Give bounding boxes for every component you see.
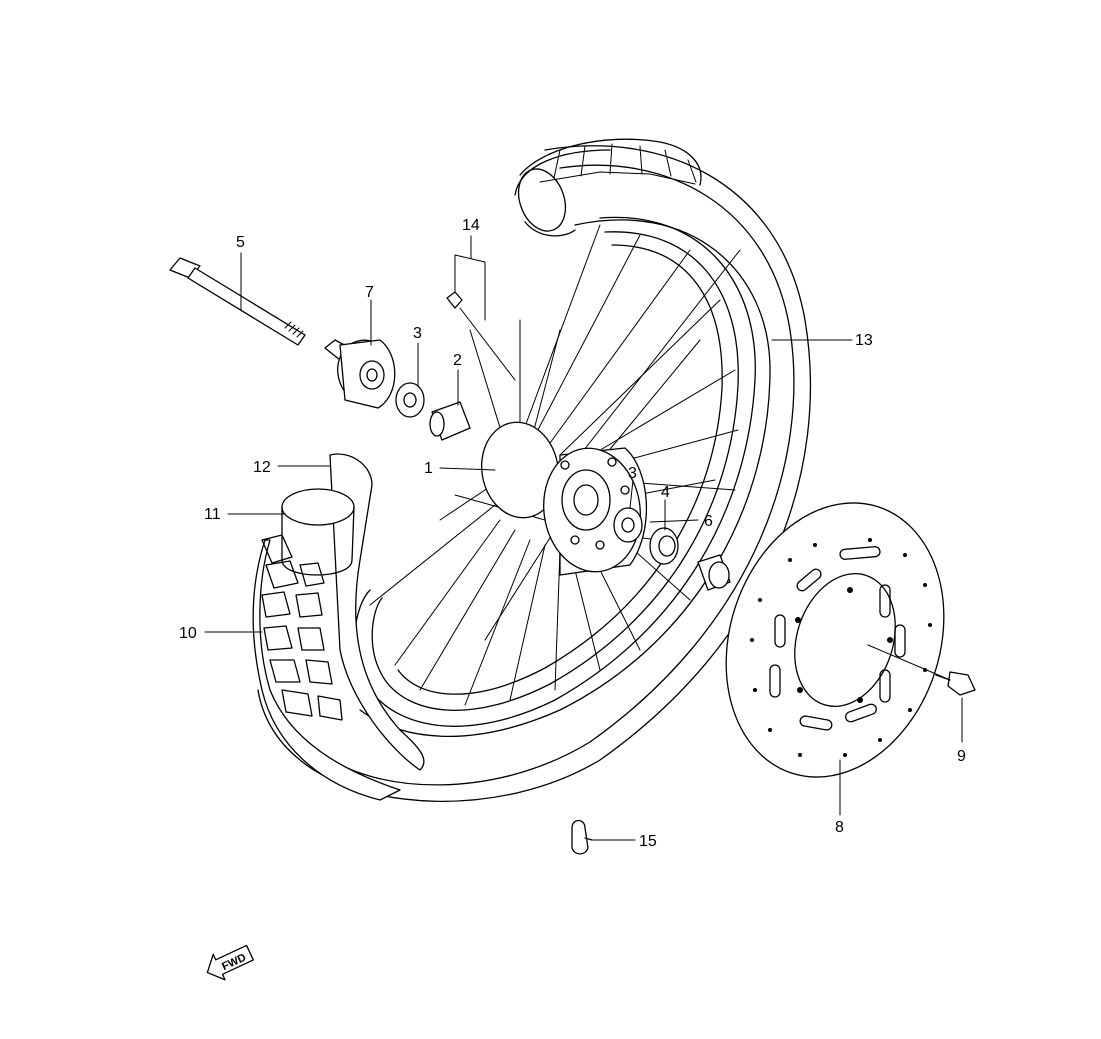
callout-13: 13 [855,332,873,349]
callout-14: 14 [462,217,480,234]
callout-11: 11 [204,506,221,523]
spacer-center [429,401,471,441]
callout-9: 9 [957,748,966,765]
spoke-set [446,254,516,381]
callout-1: 1 [424,460,433,477]
tube-and-rim-band [252,453,425,801]
callout-labels: 1 2 3 3 4 5 6 7 8 9 10 11 12 13 14 15 [179,217,966,850]
spacer-right [697,554,731,591]
callout-3-hub: 3 [628,465,637,482]
callout-10: 10 [179,625,197,642]
callout-15: 15 [639,833,657,850]
fwd-badge-text: FWD [220,952,248,973]
callout-7: 7 [365,284,374,301]
disc-bolt [935,671,976,696]
hub [481,421,647,576]
callout-5: 5 [236,234,245,251]
axle [169,257,306,346]
bearing-left [395,382,425,418]
fwd-arrow-icon: FWD [206,944,254,981]
bearing-hub-side [613,507,643,543]
leader-lines [204,235,963,841]
brake-disc [725,502,945,778]
callout-4: 4 [661,484,670,501]
callout-8: 8 [835,819,844,836]
valve-clip [571,819,593,855]
callout-12: 12 [253,459,271,476]
callout-2: 2 [453,352,462,369]
oil-seal [649,527,679,565]
speedometer-gearbox [324,339,396,409]
callout-3-left: 3 [413,325,422,342]
tire [257,138,811,802]
callout-6: 6 [704,513,713,530]
